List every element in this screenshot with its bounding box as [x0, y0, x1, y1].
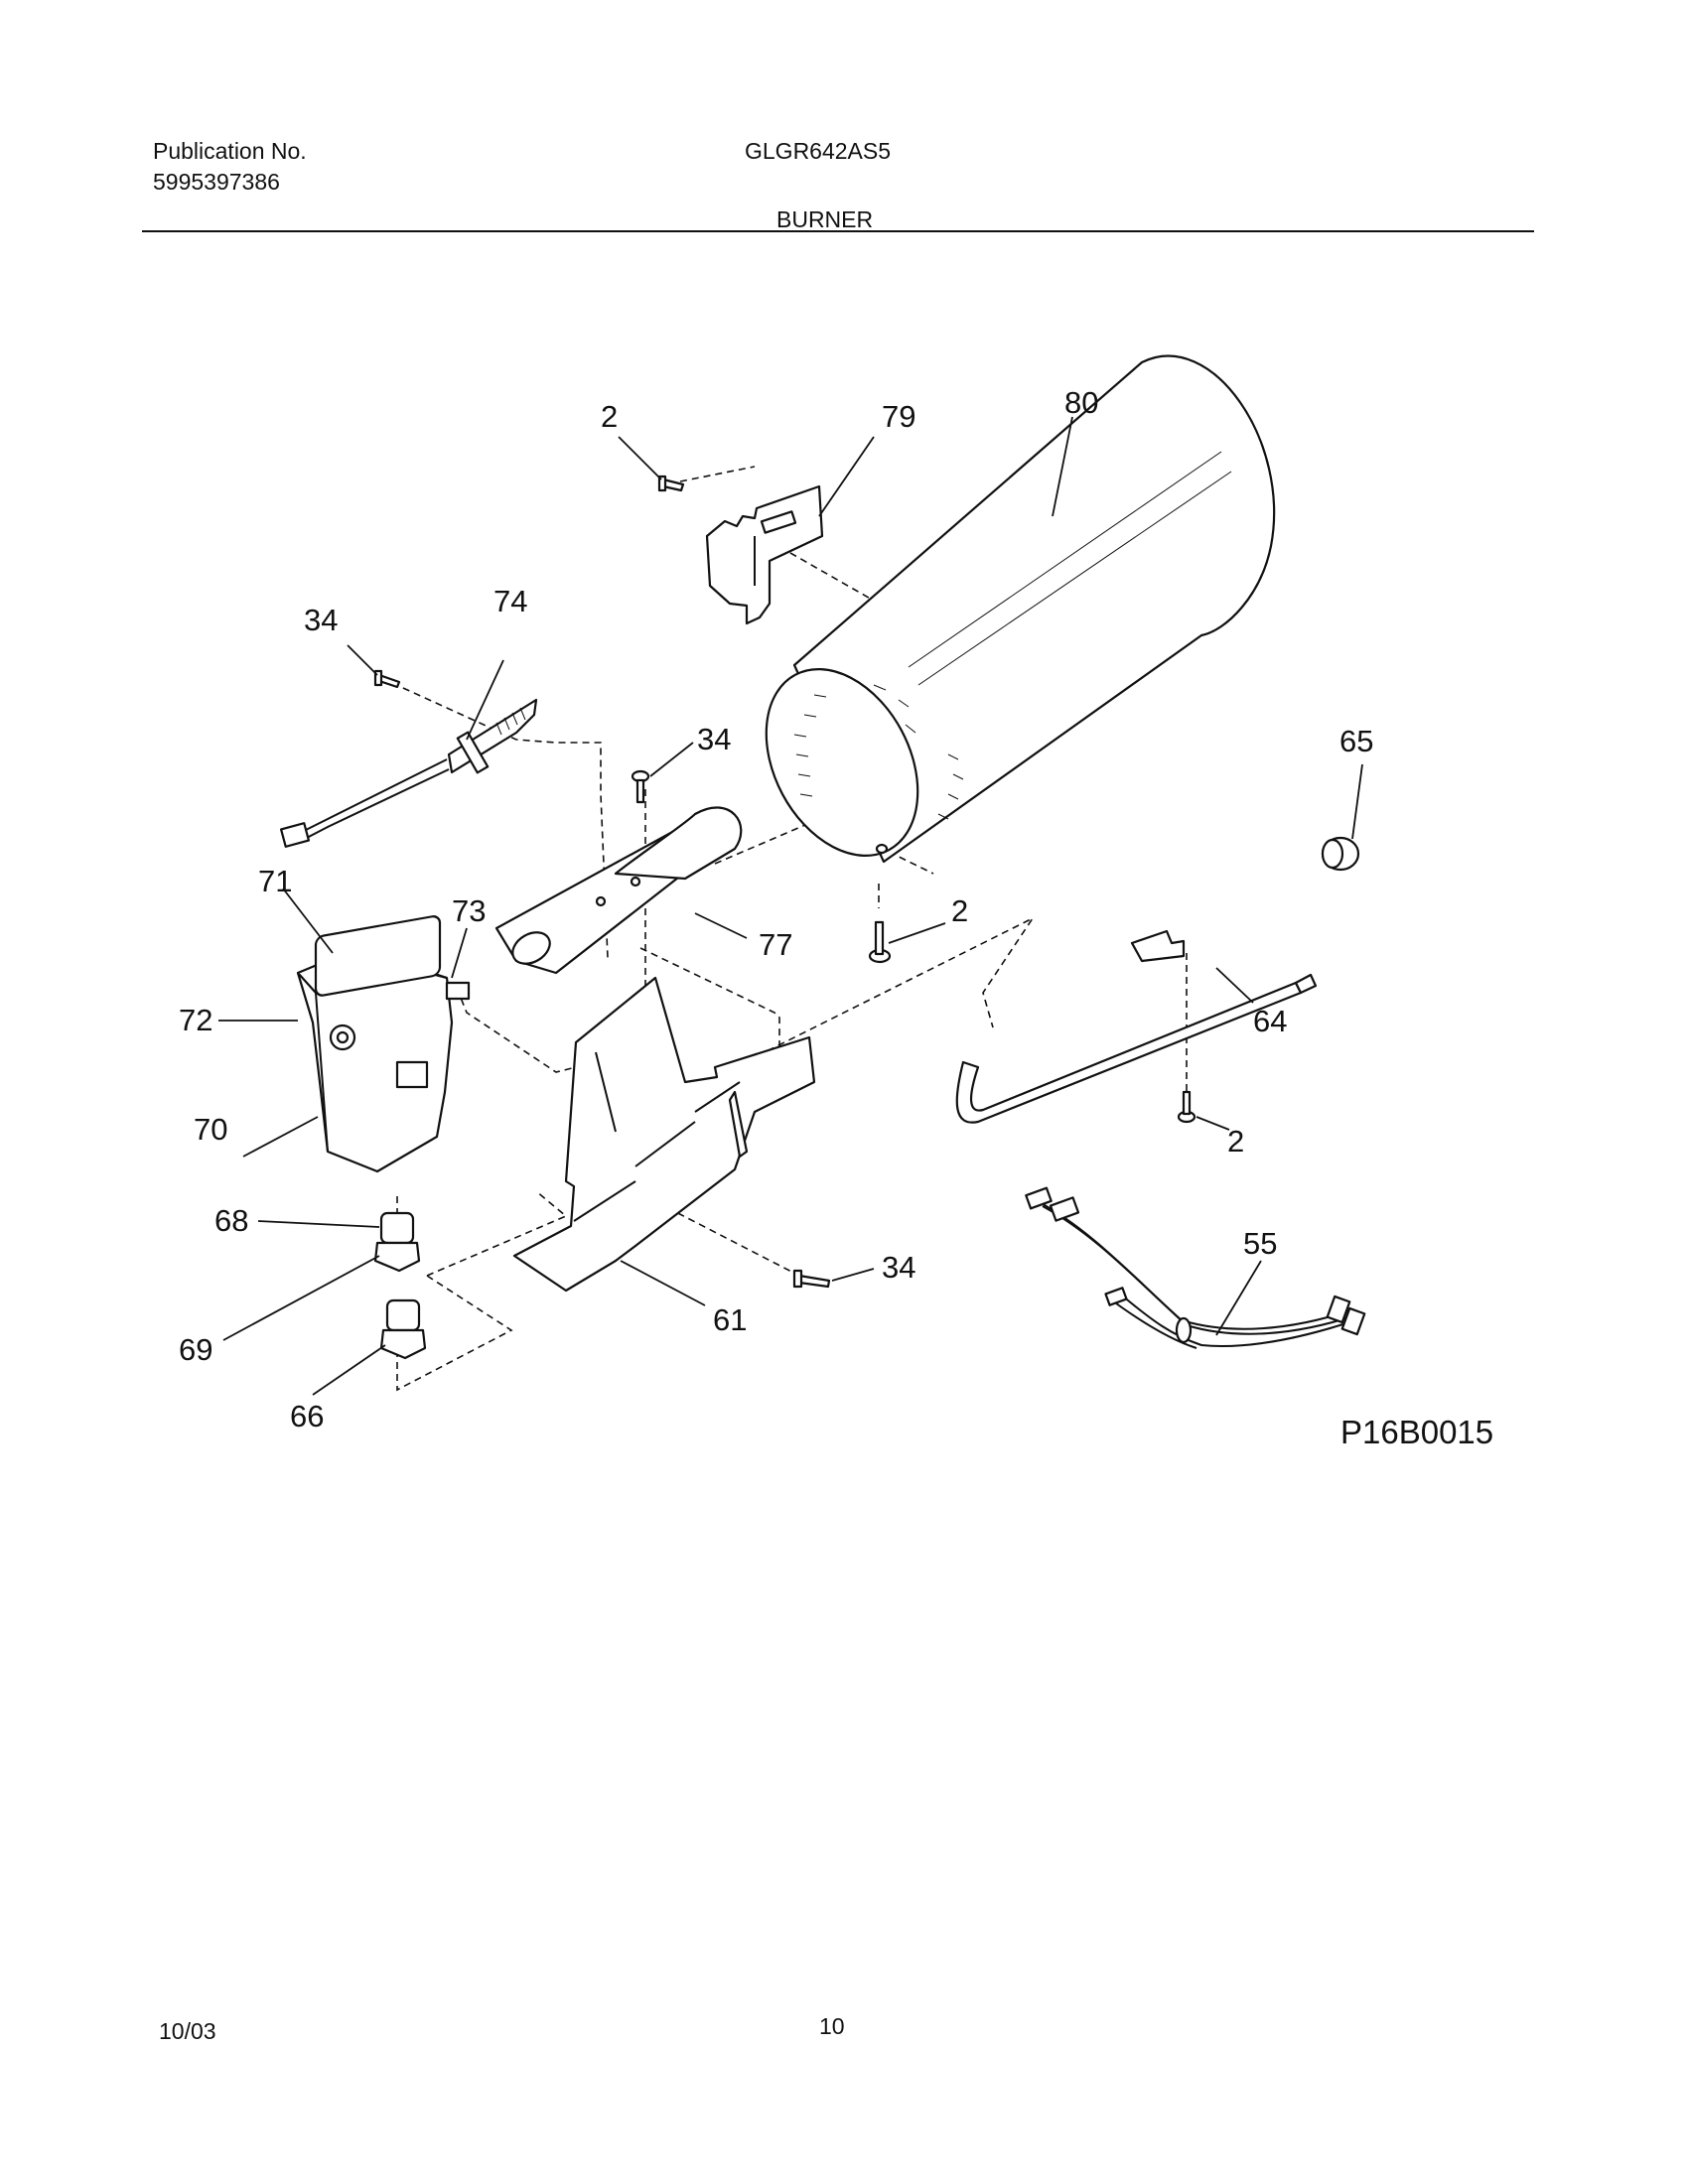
- drum-part-80: [765, 354, 1276, 864]
- burner-tube-part-77: [494, 806, 743, 975]
- callout-34-bottom: 34: [882, 1250, 915, 1285]
- callout-2-mid: 2: [951, 893, 968, 928]
- callout-70: 70: [194, 1112, 227, 1147]
- callout-65: 65: [1339, 724, 1373, 758]
- callout-66: 66: [290, 1399, 324, 1433]
- screw-part-34-mid: [631, 769, 650, 804]
- screw-part-2-mid: [868, 920, 892, 964]
- callout-74: 74: [493, 584, 527, 618]
- bracket-part-79: [705, 484, 824, 625]
- burner-bracket-part-61: [512, 976, 816, 1293]
- callout-34-mid: 34: [697, 722, 731, 756]
- orifice-part-68: [373, 1211, 421, 1273]
- callout-80: 80: [1064, 385, 1098, 420]
- callout-68: 68: [214, 1203, 248, 1238]
- screw-part-2-right: [1177, 1090, 1196, 1124]
- screw-part-2-top: [657, 475, 685, 492]
- screw-part-34-bottom: [792, 1269, 831, 1289]
- gas-valve-part-70: [296, 915, 471, 1173]
- callout-labels: 2 79 80 34 74 34 65 71 73 77 2 72 64 70 …: [179, 385, 1493, 1450]
- callout-55: 55: [1243, 1226, 1277, 1261]
- callout-61: 61: [713, 1302, 747, 1337]
- page-number: 10: [819, 2013, 845, 2039]
- fitting-part-66: [379, 1298, 427, 1360]
- callout-72: 72: [179, 1003, 212, 1037]
- cap-part-65: [1321, 836, 1360, 872]
- callout-73: 73: [452, 893, 486, 928]
- gas-tube-part-64: [955, 929, 1318, 1124]
- header-rule: [142, 230, 1534, 232]
- callout-64: 64: [1253, 1004, 1287, 1038]
- section-title: BURNER: [776, 206, 874, 232]
- callout-69: 69: [179, 1332, 212, 1367]
- figure-code: P16B0015: [1340, 1414, 1493, 1450]
- callout-71: 71: [258, 864, 292, 898]
- callout-77: 77: [759, 927, 792, 962]
- callout-79: 79: [882, 399, 915, 434]
- publication-label: Publication No.: [153, 138, 307, 164]
- callout-leaders: [218, 416, 1363, 1396]
- footer-date: 10/03: [159, 2018, 216, 2044]
- igniter-part-74: [279, 698, 538, 848]
- callout-2-top: 2: [601, 399, 618, 434]
- callout-2-right: 2: [1227, 1124, 1244, 1159]
- screw-part-34-left: [373, 669, 401, 689]
- wire-harness-part-55: [1025, 1186, 1366, 1349]
- model-number: GLGR642AS5: [745, 138, 892, 164]
- publication-number: 5995397386: [153, 169, 280, 195]
- callout-34-left: 34: [304, 603, 338, 637]
